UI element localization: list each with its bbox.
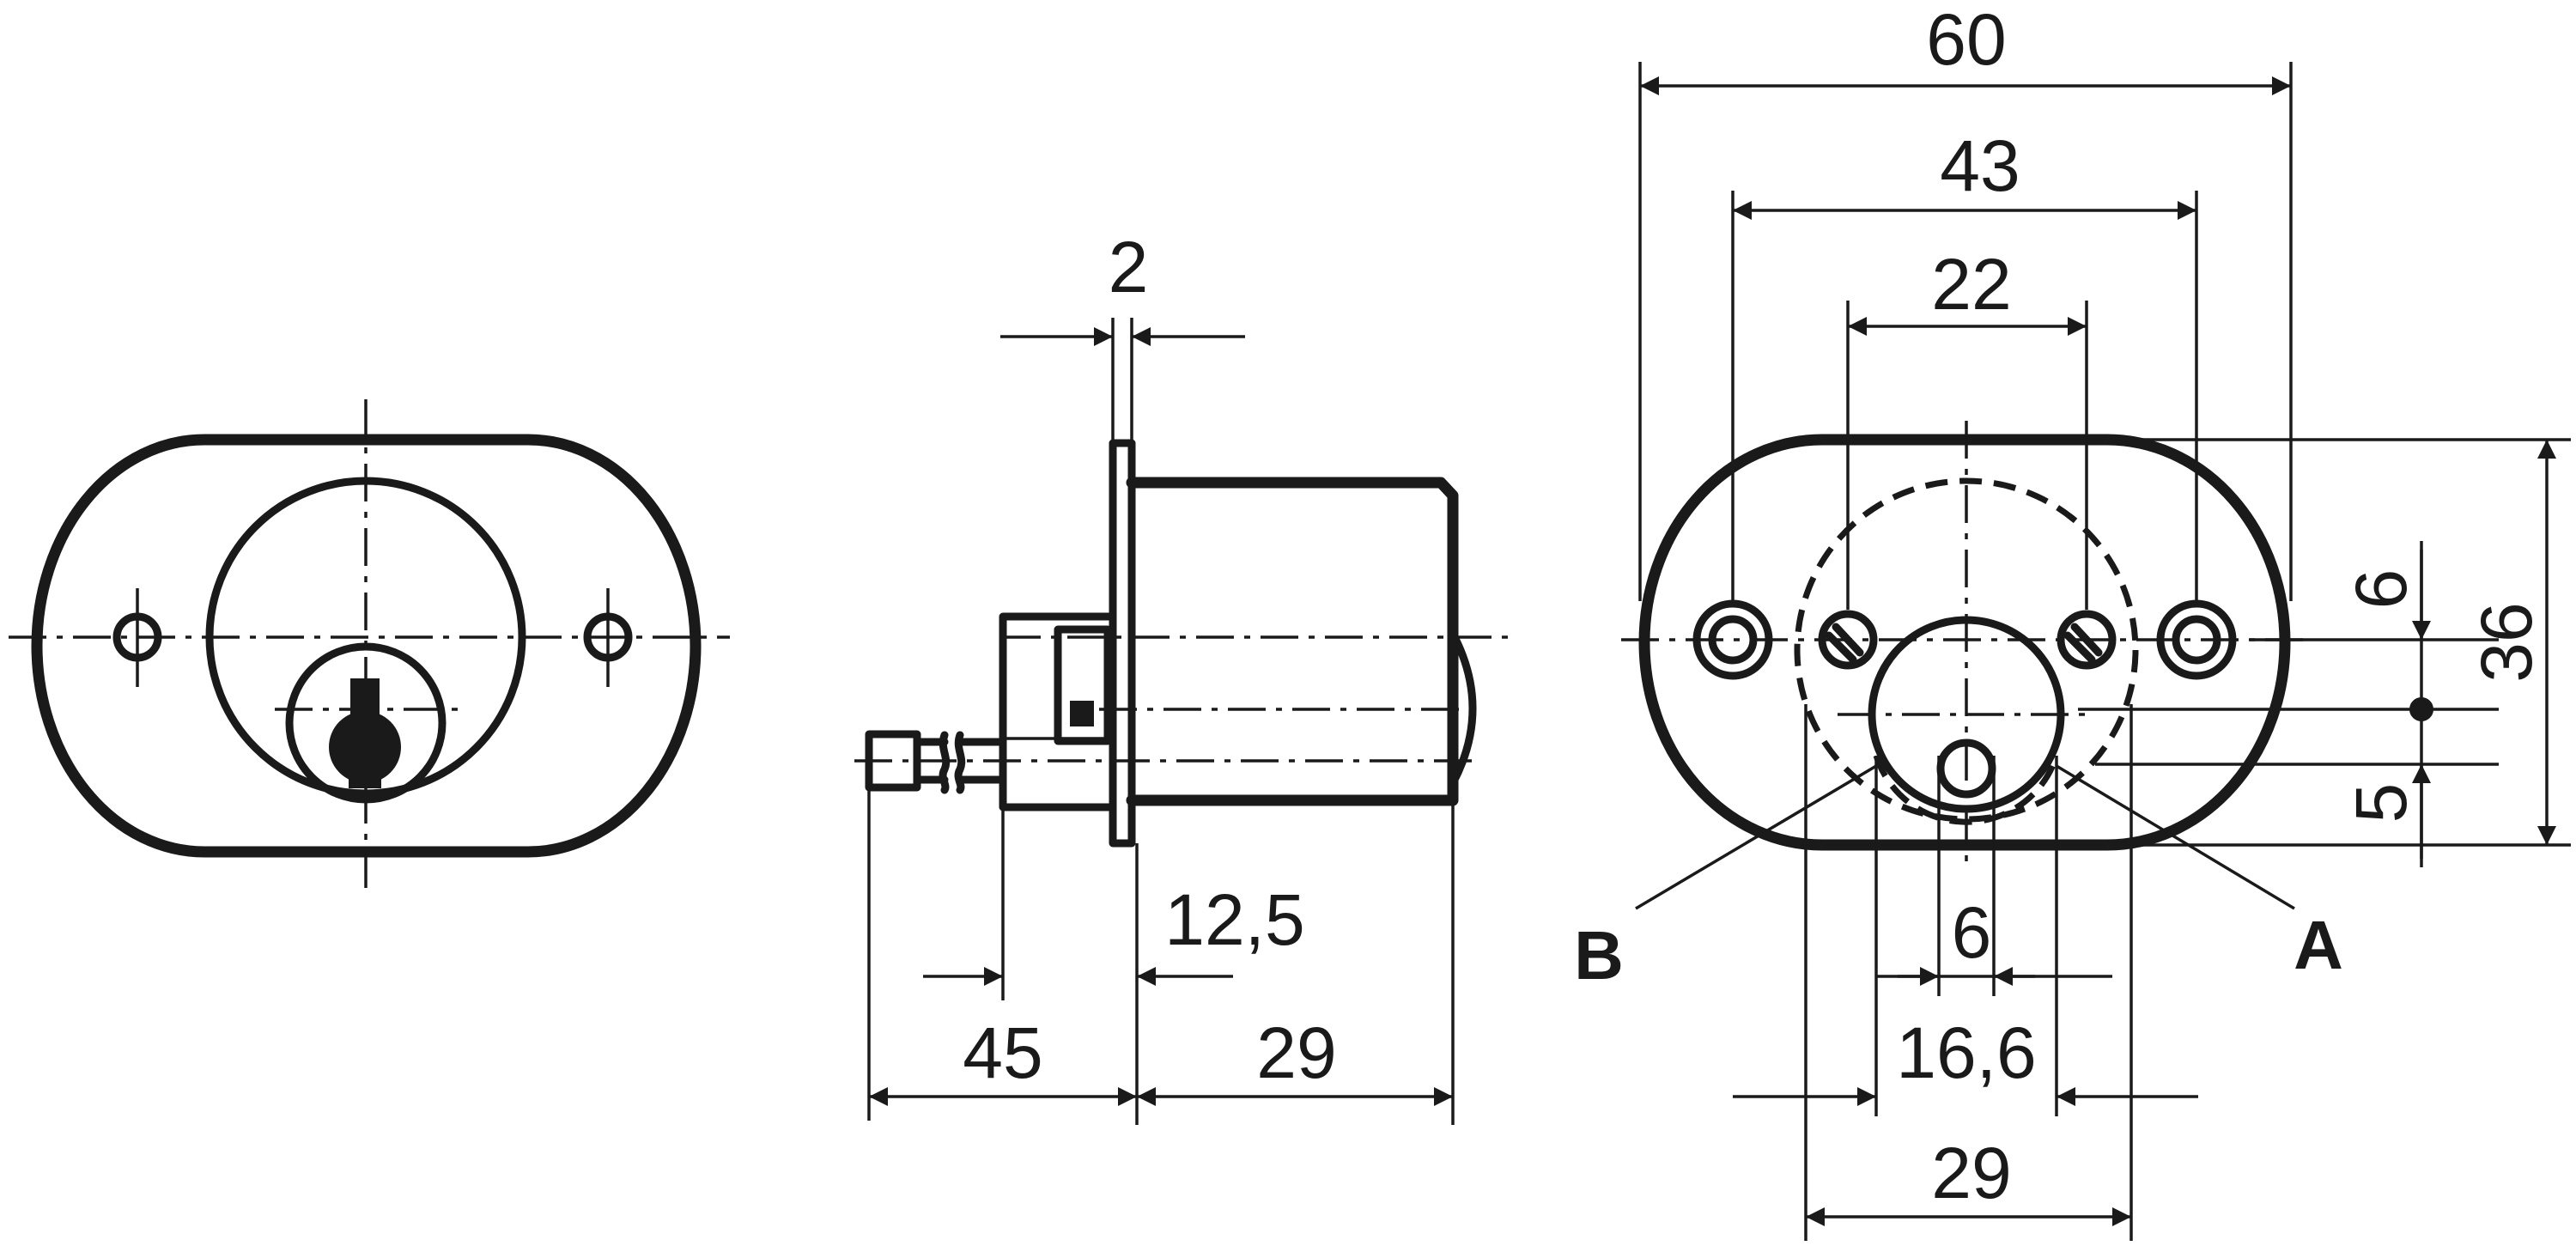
back-right-dimensions: 36 6 5 — [2078, 438, 2571, 867]
dim-16-6: 16,6 — [1896, 1012, 2037, 1093]
dim-6-bottom: 6 — [1952, 892, 1992, 973]
dim-reference-point — [2409, 697, 2433, 721]
dim-22: 22 — [1931, 244, 2011, 325]
back-flange-outline — [1638, 434, 2291, 851]
dim-45: 45 — [963, 1012, 1042, 1093]
side-shaft-break — [939, 731, 966, 794]
back-view — [1621, 421, 2310, 867]
dim-43: 43 — [1940, 125, 2020, 206]
side-rear-housing — [999, 612, 1117, 811]
dim-6-right: 6 — [2341, 569, 2421, 610]
dim-60: 60 — [1926, 0, 2006, 80]
side-cam-pin — [1070, 701, 1094, 726]
leader-line-b — [1635, 764, 1877, 910]
side-shaft — [913, 738, 1007, 784]
back-bottom-dimensions: 6 16,6 29 — [1733, 704, 2198, 1241]
dim-29-bottom: 29 — [1931, 1133, 2011, 1213]
label-a: A — [2293, 907, 2343, 983]
leader-line-a — [2056, 764, 2295, 910]
callouts: B A — [1574, 764, 2343, 994]
dim-5: 5 — [2341, 783, 2421, 824]
dim-36: 36 — [2466, 602, 2547, 682]
side-rear-housing-step — [1054, 625, 1112, 745]
front-flange-outline — [31, 434, 702, 858]
dim-2: 2 — [1109, 227, 1149, 307]
side-dimensions: 2 12,5 45 29 — [867, 227, 1455, 1125]
back-top-dimensions: 60 43 22 — [1638, 0, 2293, 610]
front-view — [9, 399, 730, 889]
side-cam-dome — [1449, 629, 1477, 787]
dim-12-5: 12,5 — [1164, 879, 1305, 960]
back-cylinder-dashed-circle — [1794, 477, 2139, 823]
side-view — [854, 439, 1511, 848]
label-b: B — [1574, 917, 1624, 994]
side-cylinder-body — [1126, 477, 1459, 806]
dim-29-side: 29 — [1256, 1012, 1336, 1093]
